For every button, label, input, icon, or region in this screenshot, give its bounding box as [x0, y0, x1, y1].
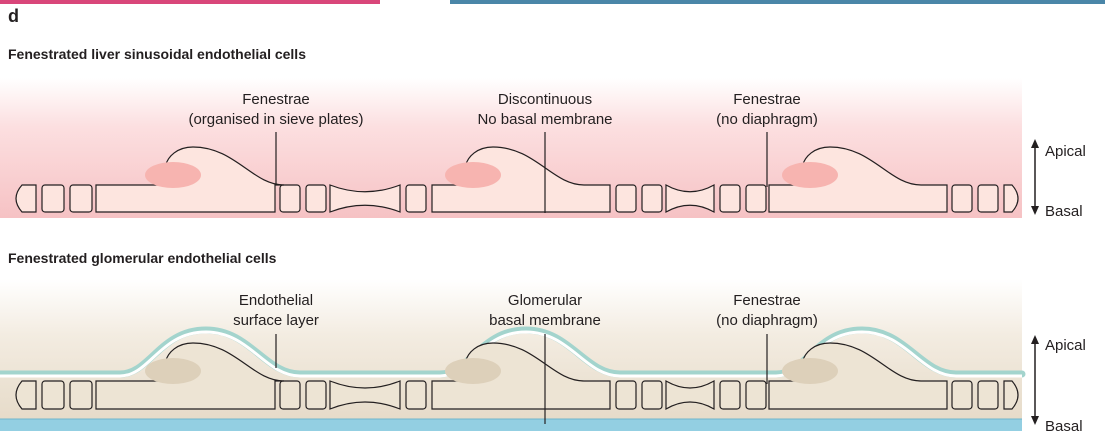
- glomerular-fenestra-9: [746, 381, 766, 409]
- liver-fenestra-1: [42, 185, 64, 212]
- liver-fenestra-7: [642, 185, 662, 212]
- glomerular-nucleus-2: [445, 358, 501, 384]
- liver-fenestra-3: [280, 185, 300, 212]
- glomerular-cell-end-left: [16, 381, 36, 409]
- liver-label-1-line-2: (organised in sieve plates): [188, 111, 363, 128]
- liver-label-1-line-1: Fenestrae: [242, 91, 310, 108]
- glomerular-fenestra-3: [280, 381, 300, 409]
- liver-fenestra-8: [720, 185, 740, 212]
- glomerular-apical-basal-arrow: [1031, 335, 1039, 425]
- liver-apical-basal-arrow: [1031, 139, 1039, 215]
- glomerular-nucleus-1: [145, 358, 201, 384]
- liver-nucleus-2: [445, 162, 501, 188]
- liver-basal-label: Basal: [1045, 203, 1083, 220]
- liver-label-2-line-2: No basal membrane: [477, 111, 612, 128]
- glomerular-label-1-line-2: surface layer: [233, 312, 319, 329]
- liver-fenestra-5: [406, 185, 426, 212]
- liver-label-3-line-2: (no diaphragm): [716, 111, 818, 128]
- glomerular-label-3-line-1: Fenestrae: [733, 292, 801, 309]
- glomerular-fenestra-1: [42, 381, 64, 409]
- glomerular-fenestra-2: [70, 381, 92, 409]
- glomerular-fenestra-7: [642, 381, 662, 409]
- glomerular-label-2-line-1: Glomerular: [508, 292, 582, 309]
- glomerular-label-1-line-1: Endothelial: [239, 292, 313, 309]
- glomerular-apical-label: Apical: [1045, 337, 1086, 354]
- glomerular-fenestra-5: [406, 381, 426, 409]
- glomerular-basal-membrane: [0, 419, 1022, 431]
- liver-fenestra-10: [952, 185, 972, 212]
- liver-fenestra-4: [306, 185, 326, 212]
- liver-cell-end-left: [16, 185, 36, 212]
- liver-fenestra-2: [70, 185, 92, 212]
- liver-nucleus-3: [782, 162, 838, 188]
- liver-fenestra-6: [616, 185, 636, 212]
- glomerular-label-2-line-2: basal membrane: [489, 312, 601, 329]
- liver-apical-label: Apical: [1045, 143, 1086, 160]
- liver-label-3-line-1: Fenestrae: [733, 91, 801, 108]
- glomerular-fenestra-6: [616, 381, 636, 409]
- liver-fenestra-9: [746, 185, 766, 212]
- liver-label-2-line-1: Discontinuous: [498, 91, 592, 108]
- glomerular-nucleus-3: [782, 358, 838, 384]
- glomerular-fenestra-10: [952, 381, 972, 409]
- glomerular-basal-label: Basal: [1045, 418, 1083, 431]
- glomerular-fenestra-8: [720, 381, 740, 409]
- liver-nucleus-1: [145, 162, 201, 188]
- glomerular-fenestra-4: [306, 381, 326, 409]
- glomerular-label-3-line-2: (no diaphragm): [716, 312, 818, 329]
- glomerular-fenestra-11: [978, 381, 998, 409]
- liver-fenestra-11: [978, 185, 998, 212]
